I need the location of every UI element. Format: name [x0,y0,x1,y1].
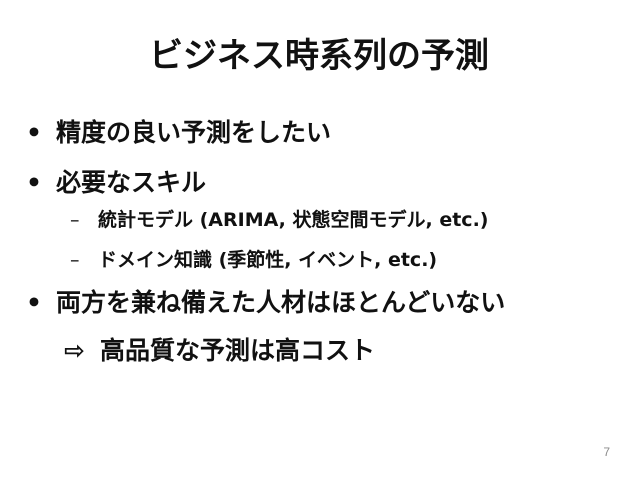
slide-title: ビジネス時系列の予測 [149,36,489,76]
conclusion-line: ⇨ 高品質な予測は高コスト [64,334,375,368]
bullet-icon: • [26,288,42,317]
bullet-icon: • [26,118,42,147]
dash-icon: – [70,249,80,271]
subitem-domain-knowledge: –ドメイン知識 (季節性, イベント, etc.) [70,246,437,274]
bullet-item-required-skills: • 必要なスキル [26,166,206,200]
bullet-item-accurate-forecast: • 精度の良い予測をしたい [26,116,331,150]
page-number: 7 [603,445,610,459]
dash-icon: – [70,209,80,231]
bullet-text: 必要なスキル [56,168,207,197]
bullet-item-rare-talent: • 両方を兼ね備えた人材はほとんどいない [26,286,505,320]
bullet-text: 精度の良い予測をしたい [56,118,332,147]
right-arrow-icon: ⇨ [64,336,85,365]
subitem-text: 統計モデル (ARIMA, 状態空間モデル, etc.) [98,209,489,231]
subitem-text: ドメイン知識 (季節性, イベント, etc.) [98,249,438,271]
bullet-text: 両方を兼ね備えた人材はほとんどいない [56,288,506,317]
conclusion-text: 高品質な予測は高コスト [100,336,376,365]
subitem-statistical-models: –統計モデル (ARIMA, 状態空間モデル, etc.) [70,206,488,234]
bullet-icon: • [26,168,42,197]
